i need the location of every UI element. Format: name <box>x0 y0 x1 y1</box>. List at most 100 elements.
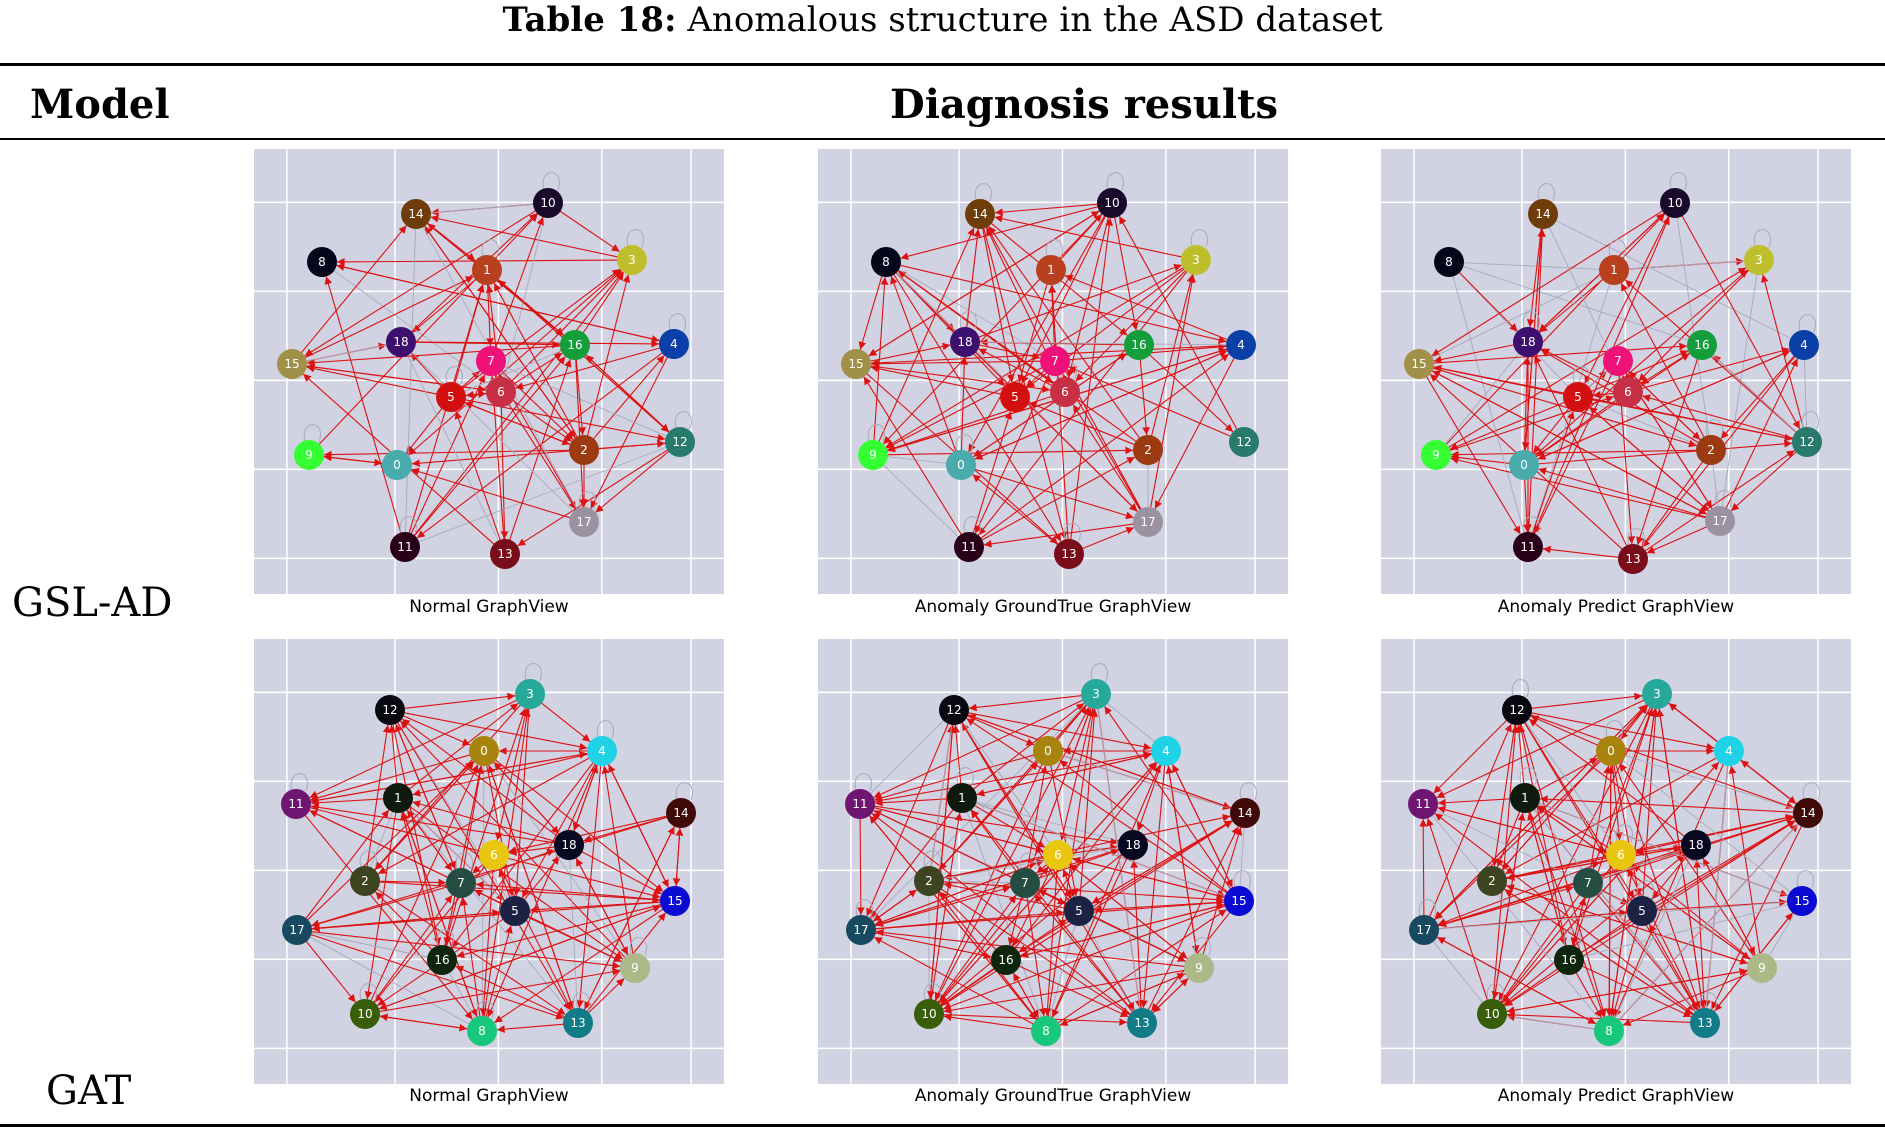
node-label: 6 <box>1617 848 1625 862</box>
node-label: 2 <box>1144 443 1152 457</box>
graph-node: 6 <box>479 840 509 870</box>
graph-edge <box>1437 885 1574 927</box>
graph-edge <box>1097 708 1141 1010</box>
graph-edge <box>874 798 949 807</box>
self-loop <box>1608 239 1626 258</box>
node-label: 2 <box>580 443 588 457</box>
node-circle <box>277 349 307 379</box>
graph-node: 17 <box>846 915 876 945</box>
graph-edge <box>961 721 1050 844</box>
graph-edge <box>1437 909 1628 930</box>
graph-edge <box>874 885 1011 927</box>
node-circle <box>446 868 476 898</box>
node-label: 12 <box>382 703 397 717</box>
node-circle <box>1714 736 1744 766</box>
graph-edge <box>1051 764 1161 1019</box>
node-circle <box>486 377 516 407</box>
graph-edge <box>1591 402 1699 446</box>
node-label: 12 <box>1799 435 1814 449</box>
graph-edge <box>1534 269 1749 457</box>
graph-node: 7 <box>446 868 476 898</box>
graph-edge <box>1459 272 1569 388</box>
graph-edge <box>983 227 1067 540</box>
node-label: 18 <box>393 335 408 349</box>
node-label: 12 <box>946 703 961 717</box>
graph-edge <box>1114 216 1139 331</box>
graph-edge <box>967 713 1232 809</box>
graph-edge <box>608 764 670 889</box>
graph-edge <box>886 446 1134 456</box>
graph-edge <box>388 724 398 785</box>
graph-edge <box>406 809 454 873</box>
graph-edge <box>498 868 511 899</box>
node-label: 6 <box>1624 385 1632 399</box>
node-label: 15 <box>667 894 682 908</box>
graph-edge <box>892 273 1062 542</box>
graph-edge <box>413 356 566 537</box>
node-label: 10 <box>1484 1007 1499 1021</box>
graph-edge <box>966 715 1035 746</box>
graph-edge <box>1431 209 1664 357</box>
graph-edge <box>978 263 1183 338</box>
node-circle <box>1054 539 1084 569</box>
graph-node: 14 <box>666 798 696 828</box>
graph-node: 8 <box>871 247 901 277</box>
graph-node: 8 <box>307 247 337 277</box>
graph-edge <box>1014 762 1158 950</box>
node-circle <box>401 199 431 229</box>
self-loop <box>1522 311 1540 330</box>
graph-edge <box>306 364 438 395</box>
graph-edge <box>576 764 602 1009</box>
self-loop <box>1627 528 1645 547</box>
graph-edge <box>943 846 1120 879</box>
node-label: 9 <box>1195 961 1203 975</box>
graph-node: 5 <box>1563 382 1593 412</box>
graph-edge <box>1711 825 1803 1010</box>
graph-edge <box>1588 370 1608 388</box>
graph-edge <box>460 897 481 1018</box>
graph-edge <box>967 712 1152 751</box>
node-label: 3 <box>1192 253 1200 267</box>
node-circle <box>467 1016 497 1046</box>
self-loop <box>1486 983 1504 1002</box>
graph-edge <box>1640 352 1691 385</box>
graph-node: 14 <box>1230 798 1260 828</box>
graph-edge <box>899 264 1227 344</box>
node-circle <box>858 440 888 470</box>
graph-node: 18 <box>1513 327 1543 357</box>
graph-node: 10 <box>914 999 944 1029</box>
graph-node: 10 <box>1097 188 1127 218</box>
graph-edge <box>1449 401 1566 450</box>
node-label: 17 <box>1712 514 1727 528</box>
graph-edge <box>1502 854 1685 1006</box>
graph-node: 10 <box>1660 188 1690 218</box>
node-circle <box>1151 736 1181 766</box>
graph-edge <box>1432 342 1688 364</box>
graph-edge <box>1130 859 1142 1010</box>
graph-edge <box>1761 274 1804 429</box>
graph-edge <box>430 214 619 258</box>
graph-edge <box>1537 805 1610 849</box>
graph-edge <box>305 809 390 920</box>
graph-edge <box>1527 812 1566 947</box>
node-circle <box>1603 346 1633 376</box>
graph-node: 7 <box>1573 868 1603 898</box>
graph-edge <box>1520 723 1607 1017</box>
graph-edge <box>943 1013 1033 1030</box>
graph-edge <box>1438 848 1683 927</box>
graph-node: 2 <box>1133 435 1163 465</box>
node-label: 11 <box>852 797 867 811</box>
node-circle <box>1554 945 1584 975</box>
graph-edge <box>1528 228 1546 534</box>
graph-edge <box>1693 859 1705 1010</box>
node-label: 8 <box>882 255 890 269</box>
self-loop <box>578 491 596 510</box>
node-circle <box>1081 679 1111 709</box>
graph-edge <box>324 276 402 534</box>
graph-node: 11 <box>1408 789 1438 819</box>
self-loop <box>1537 183 1555 202</box>
node-label: 12 <box>672 435 687 449</box>
self-loop <box>1418 899 1436 918</box>
graph-edge <box>1571 897 1587 947</box>
